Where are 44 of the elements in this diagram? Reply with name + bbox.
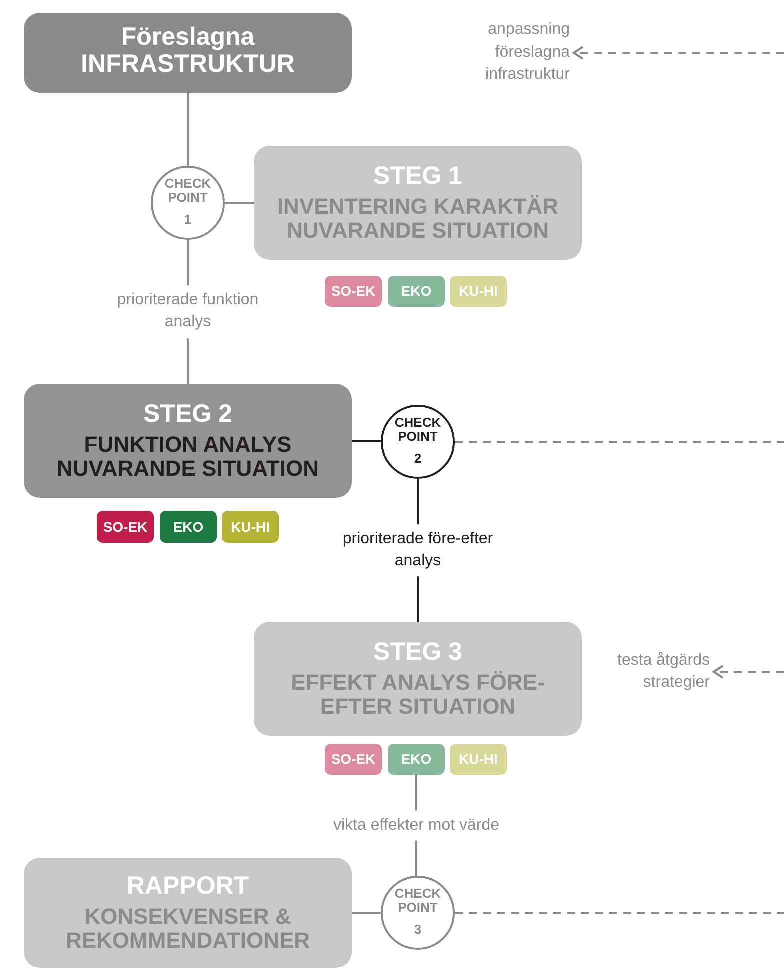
category-tag	[325, 744, 382, 775]
process-box	[254, 622, 582, 736]
box-heading: Föreslagna INFRASTRUKTUR	[80, 24, 296, 78]
process-box	[24, 384, 352, 498]
process-box	[254, 146, 582, 260]
category-tag	[450, 744, 507, 775]
box-text: INVENTERING KARAKTÄR NUVARANDE SITUATION	[276, 194, 560, 243]
tag-text: EKO	[401, 750, 432, 769]
connector-line	[352, 912, 381, 914]
category-tag	[222, 511, 279, 543]
category-tag	[388, 276, 445, 307]
checkpoint-label: CHECK POINT	[394, 416, 442, 445]
box-heading: STEG 2	[144, 401, 232, 429]
tag-text: EKO	[401, 282, 432, 301]
box-text: KONSEKVENSER & REKOMMENDATIONER	[64, 904, 312, 953]
checkpoint-label: CHECK POINT	[164, 176, 212, 206]
dashed-arrow	[572, 46, 784, 60]
dashed-arrow	[712, 664, 784, 680]
checkpoint-number: 1	[184, 210, 192, 229]
checkpoint-number: 2	[414, 450, 422, 468]
tag-text: KU-HI	[459, 750, 498, 769]
category-tag	[325, 276, 382, 307]
tag-text: SO-EK	[103, 518, 148, 536]
category-tag	[97, 511, 154, 543]
checkpoint-number: 3	[414, 920, 422, 939]
note-text: testa åtgärds strategier	[616, 650, 710, 693]
box-text: EFFEKT ANALYS FÖRE-EFTER SITUATION	[290, 670, 546, 719]
tag-text: SO-EK	[331, 282, 376, 301]
tag-text: KU-HI	[231, 518, 270, 536]
category-tag	[160, 511, 217, 543]
connector-line	[187, 93, 189, 166]
connector-line	[225, 202, 254, 204]
category-tag	[388, 744, 445, 775]
connector-line	[352, 440, 381, 442]
process-box	[24, 858, 352, 968]
tag-text: KU-HI	[459, 282, 498, 301]
tag-text: EKO	[173, 518, 204, 536]
edge-label: vikta effekter mot värde	[332, 810, 502, 841]
note-text: anpassning föreslagna infrastruktur	[484, 20, 570, 86]
tag-text: SO-EK	[331, 750, 376, 769]
checkpoint-label: CHECK POINT	[394, 886, 442, 916]
process-box	[24, 13, 352, 93]
box-text: FUNKTION ANALYS NUVARANDE SITUATION	[56, 432, 320, 481]
category-tag	[450, 276, 507, 307]
